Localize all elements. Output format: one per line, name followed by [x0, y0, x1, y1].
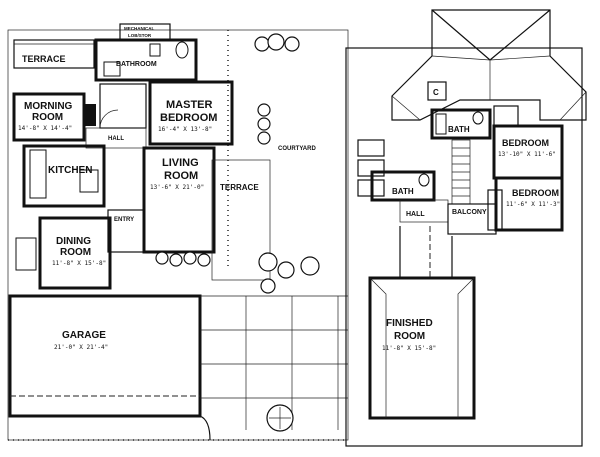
finished-room-label-2: ROOM [394, 331, 425, 342]
bedroom-2-closet [487, 189, 503, 231]
kitchen-counter [29, 149, 47, 199]
shrub-icon [260, 278, 276, 294]
living-room-label: LIVING [162, 157, 199, 169]
terrace-side-area [211, 159, 271, 281]
terrace-top-area [13, 39, 95, 69]
dining-room-walls [38, 216, 112, 290]
hall-label-2: HALL [406, 211, 425, 218]
living-room-label-2: ROOM [164, 170, 198, 182]
garage-dims: 21'-0" X 21'-4" [54, 344, 108, 351]
master-bedroom-walls [148, 80, 234, 146]
landscape-shrubs [155, 33, 320, 432]
terrace-top-label: TERRACE [22, 54, 66, 64]
driveway-grid [200, 295, 348, 430]
shrub-icon [267, 33, 285, 51]
morning-room-label-2: ROOM [32, 112, 63, 123]
mechanical-label: MECHANICAL [124, 26, 154, 31]
finished-room-label: FINISHED [386, 318, 433, 329]
mechanical-room [119, 23, 171, 41]
garage-walls [8, 294, 202, 418]
finished-room-dims: 11'-8" X 15'-8" [382, 345, 436, 352]
site-boundary [7, 29, 349, 441]
shrub-icon [257, 117, 271, 131]
bath-fixture [103, 61, 121, 77]
master-bedroom-dims: 16'-4" X 13'-8" [158, 126, 212, 133]
shrub-icon [284, 36, 300, 52]
finished-room-walls [368, 276, 476, 420]
living-room-walls [142, 146, 216, 254]
hall-area [85, 127, 147, 149]
bath-lower-label: BATH [392, 187, 414, 196]
shrub-icon [300, 256, 320, 276]
bath-upper-label: BATH [448, 125, 470, 134]
hall-label: HALL [108, 136, 124, 142]
closet-box [427, 81, 447, 101]
dining-buffet [15, 237, 37, 271]
shrub-icon [169, 253, 183, 267]
kitchen-island [79, 169, 99, 193]
shrub-icon [155, 251, 169, 265]
second-floor-boundary [345, 47, 583, 447]
stair-icon [451, 139, 471, 205]
bath-upper-walls [430, 108, 492, 140]
bedroom-1-dims: 13'-10" X 11'-6" [498, 151, 556, 158]
bathroom-label: BATHROOM [116, 61, 157, 68]
morning-room-dims: 14'-8" X 14'-4" [18, 125, 72, 132]
toilet-icon [175, 41, 189, 59]
balcony-label: BALCONY [452, 209, 487, 216]
first-floor-plan: TERRACE MECHANICAL LOB/STOR BATHROOM MOR… [7, 23, 349, 441]
closet-label: C [433, 88, 439, 97]
second-floor-plan: C BATH BEDROOM 13'-10" X 11'-6" BATH BED… [345, 9, 587, 447]
shrub-icon [197, 253, 211, 267]
kitchen-walls [22, 144, 106, 208]
mechanical-label-2: LOB/STOR [128, 33, 152, 38]
terrace-side-label: TERRACE [220, 183, 259, 192]
bedroom-2-dims: 11'-6" X 11'-3" [506, 201, 560, 208]
master-bedroom-label-2: BEDROOM [160, 112, 217, 124]
entry-label: ENTRY [114, 217, 134, 223]
dining-room-label: DINING [56, 236, 91, 247]
dining-room-label-2: ROOM [60, 247, 91, 258]
roof-box-1 [357, 139, 385, 157]
entry-area [107, 209, 145, 253]
master-bedroom-label: MASTER [166, 99, 213, 111]
bathtub-icon [435, 113, 447, 135]
roof-outline [391, 9, 587, 121]
shrub-icon [277, 261, 295, 279]
dining-room-dims: 11'-8" X 15'-8" [52, 260, 106, 267]
master-closet [99, 83, 147, 129]
garage-label: GARAGE [62, 330, 106, 341]
bedroom-2-label: BEDROOM [512, 188, 559, 198]
toilet-icon [472, 111, 484, 125]
shrub-icon [183, 251, 197, 265]
fireplace-icon [84, 104, 96, 126]
courtyard-label: COURTYARD [278, 146, 316, 152]
shrub-icon [254, 36, 270, 52]
morning-room-label: MORNING [24, 101, 73, 112]
shrub-icon [257, 103, 271, 117]
shrub-icon [257, 131, 271, 145]
living-room-dims: 13'-6" X 21'-0" [150, 184, 204, 191]
balcony-area [447, 203, 497, 235]
kitchen-label: KITCHEN [48, 165, 92, 176]
bedroom-1-closet [493, 105, 519, 127]
bedroom-1-label: BEDROOM [502, 138, 549, 148]
shrub-icon [258, 252, 278, 272]
